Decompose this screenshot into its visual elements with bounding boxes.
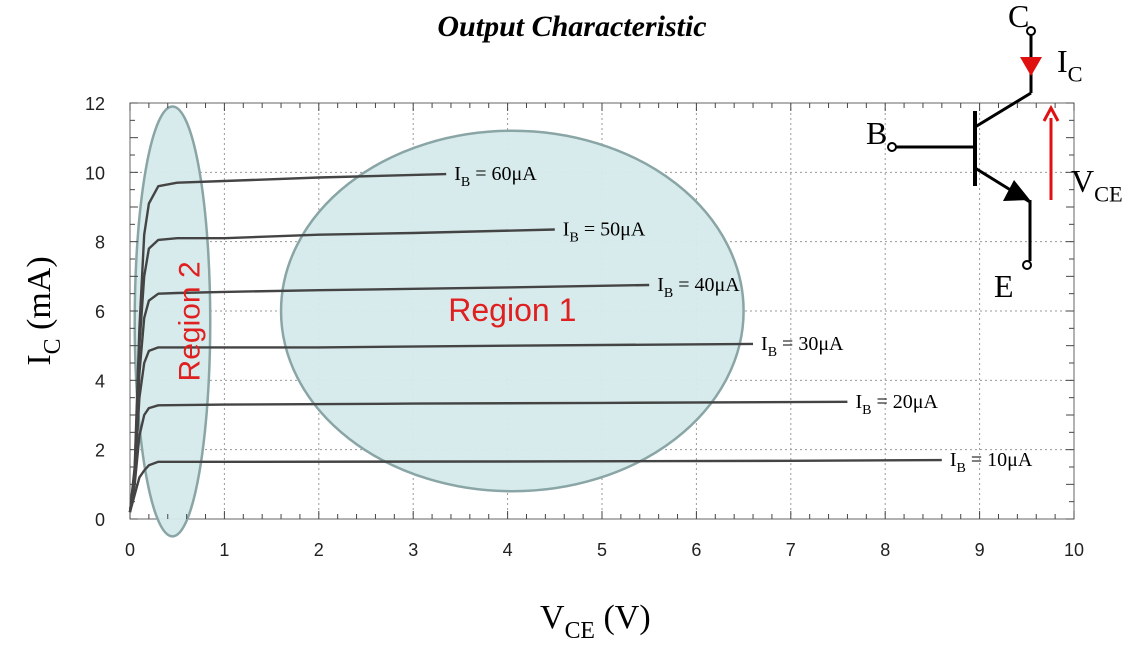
curve-label-5-sub: B — [862, 403, 871, 418]
curve-label-3-main: I — [657, 274, 664, 296]
x-axis-title: VCE (V) — [540, 599, 651, 644]
curve-ib-4 — [128, 342, 754, 513]
base-terminal — [887, 142, 897, 152]
x-tick-label-3: 3 — [408, 540, 418, 560]
curve-label-5-rest: = 20μA — [871, 391, 938, 413]
y-tick-label-2: 4 — [95, 371, 105, 391]
curve-label-2-main: I — [563, 219, 570, 241]
emitter-label: E — [994, 268, 1014, 304]
x-axis-title-sub: CE — [565, 618, 595, 644]
curve-label-4-rest: = 30μA — [777, 333, 844, 355]
y-tick-label-6: 12 — [85, 94, 105, 114]
curve-label-1-rest: = 60μA — [470, 163, 537, 185]
y-axis-title-main: I — [21, 354, 58, 365]
curve-label-3-rest: = 40μA — [673, 274, 740, 296]
current-arrow-icon — [1020, 57, 1042, 76]
base-label: B — [866, 115, 887, 151]
x-tick-label-10: 10 — [1064, 540, 1084, 560]
curve-label-2-sub: B — [569, 231, 578, 246]
x-tick-label-6: 6 — [691, 540, 701, 560]
region-label-1: Region 1 — [448, 292, 576, 328]
curve-label-1-sub: B — [461, 175, 470, 190]
curve-label-6-main: I — [950, 449, 957, 471]
region-ellipse-2 — [133, 105, 212, 538]
x-tick-label-5: 5 — [597, 540, 607, 560]
x-axis-title-rest: (V) — [595, 599, 651, 636]
y-axis-title-rest: (mA) — [21, 256, 58, 338]
collector-label: C — [1008, 0, 1029, 34]
x-tick-label-1: 1 — [219, 540, 229, 560]
x-tick-label-8: 8 — [880, 540, 890, 560]
y-tick-label-3: 6 — [95, 302, 105, 322]
x-axis-title-main: V — [540, 599, 565, 636]
chart-title: Output Characteristic — [437, 10, 706, 43]
y-tick-label-4: 8 — [95, 233, 105, 253]
curve-label-6-sub: B — [957, 461, 966, 476]
voltage-label-main: V — [1071, 163, 1094, 199]
y-axis-title-sub: C — [40, 338, 66, 354]
y-axis-title: IC (mA) — [21, 256, 66, 365]
curve-label-4: IB = 30μA — [761, 333, 844, 360]
x-tick-label-0: 0 — [125, 540, 135, 560]
curve-label-4-sub: B — [768, 345, 777, 360]
current-label-main: I — [1057, 43, 1068, 79]
emitter-arrow — [1003, 180, 1030, 201]
voltage-label: VCE — [1071, 163, 1123, 207]
curve-label-1-main: I — [454, 163, 461, 185]
region-ellipse-1 — [279, 129, 745, 493]
curve-layer — [128, 172, 942, 513]
x-tick-label-7: 7 — [786, 540, 796, 560]
curve-label-3: IB = 40μA — [657, 274, 740, 301]
x-tick-label-2: 2 — [314, 540, 324, 560]
y-tick-label-1: 2 — [95, 441, 105, 461]
region-layer — [133, 105, 745, 538]
curve-ib-6 — [128, 458, 942, 513]
emitter-terminal — [1022, 260, 1032, 270]
x-tick-label-9: 9 — [975, 540, 985, 560]
curve-label-3-sub: B — [664, 286, 673, 301]
curve-label-6: IB = 10μA — [950, 449, 1033, 476]
curve-label-2: IB = 50μA — [563, 219, 646, 246]
y-tick-label-5: 10 — [85, 163, 105, 183]
y-axis-title-group: IC (mA) — [21, 256, 66, 365]
voltage-arrow-icon — [1042, 104, 1060, 122]
circuit-layer: C B E IC VCE — [866, 0, 1123, 304]
curve-label-5-main: I — [855, 391, 862, 413]
current-label-sub: C — [1068, 62, 1083, 87]
curve-label-5: IB = 20μA — [855, 391, 938, 418]
voltage-label-sub: CE — [1094, 182, 1123, 207]
x-tick-label-4: 4 — [503, 540, 513, 560]
region-label-2: Region 2 — [173, 261, 206, 381]
collector-lead — [974, 91, 1032, 129]
curve-label-1: IB = 60μA — [454, 163, 537, 190]
y-tick-label-0: 0 — [95, 510, 105, 530]
current-label: IC — [1057, 43, 1083, 87]
curve-ib-5 — [128, 400, 848, 513]
curve-label-2-rest: = 50μA — [579, 219, 646, 241]
curve-label-6-rest: = 10μA — [966, 449, 1033, 471]
curve-label-4-main: I — [761, 333, 768, 355]
